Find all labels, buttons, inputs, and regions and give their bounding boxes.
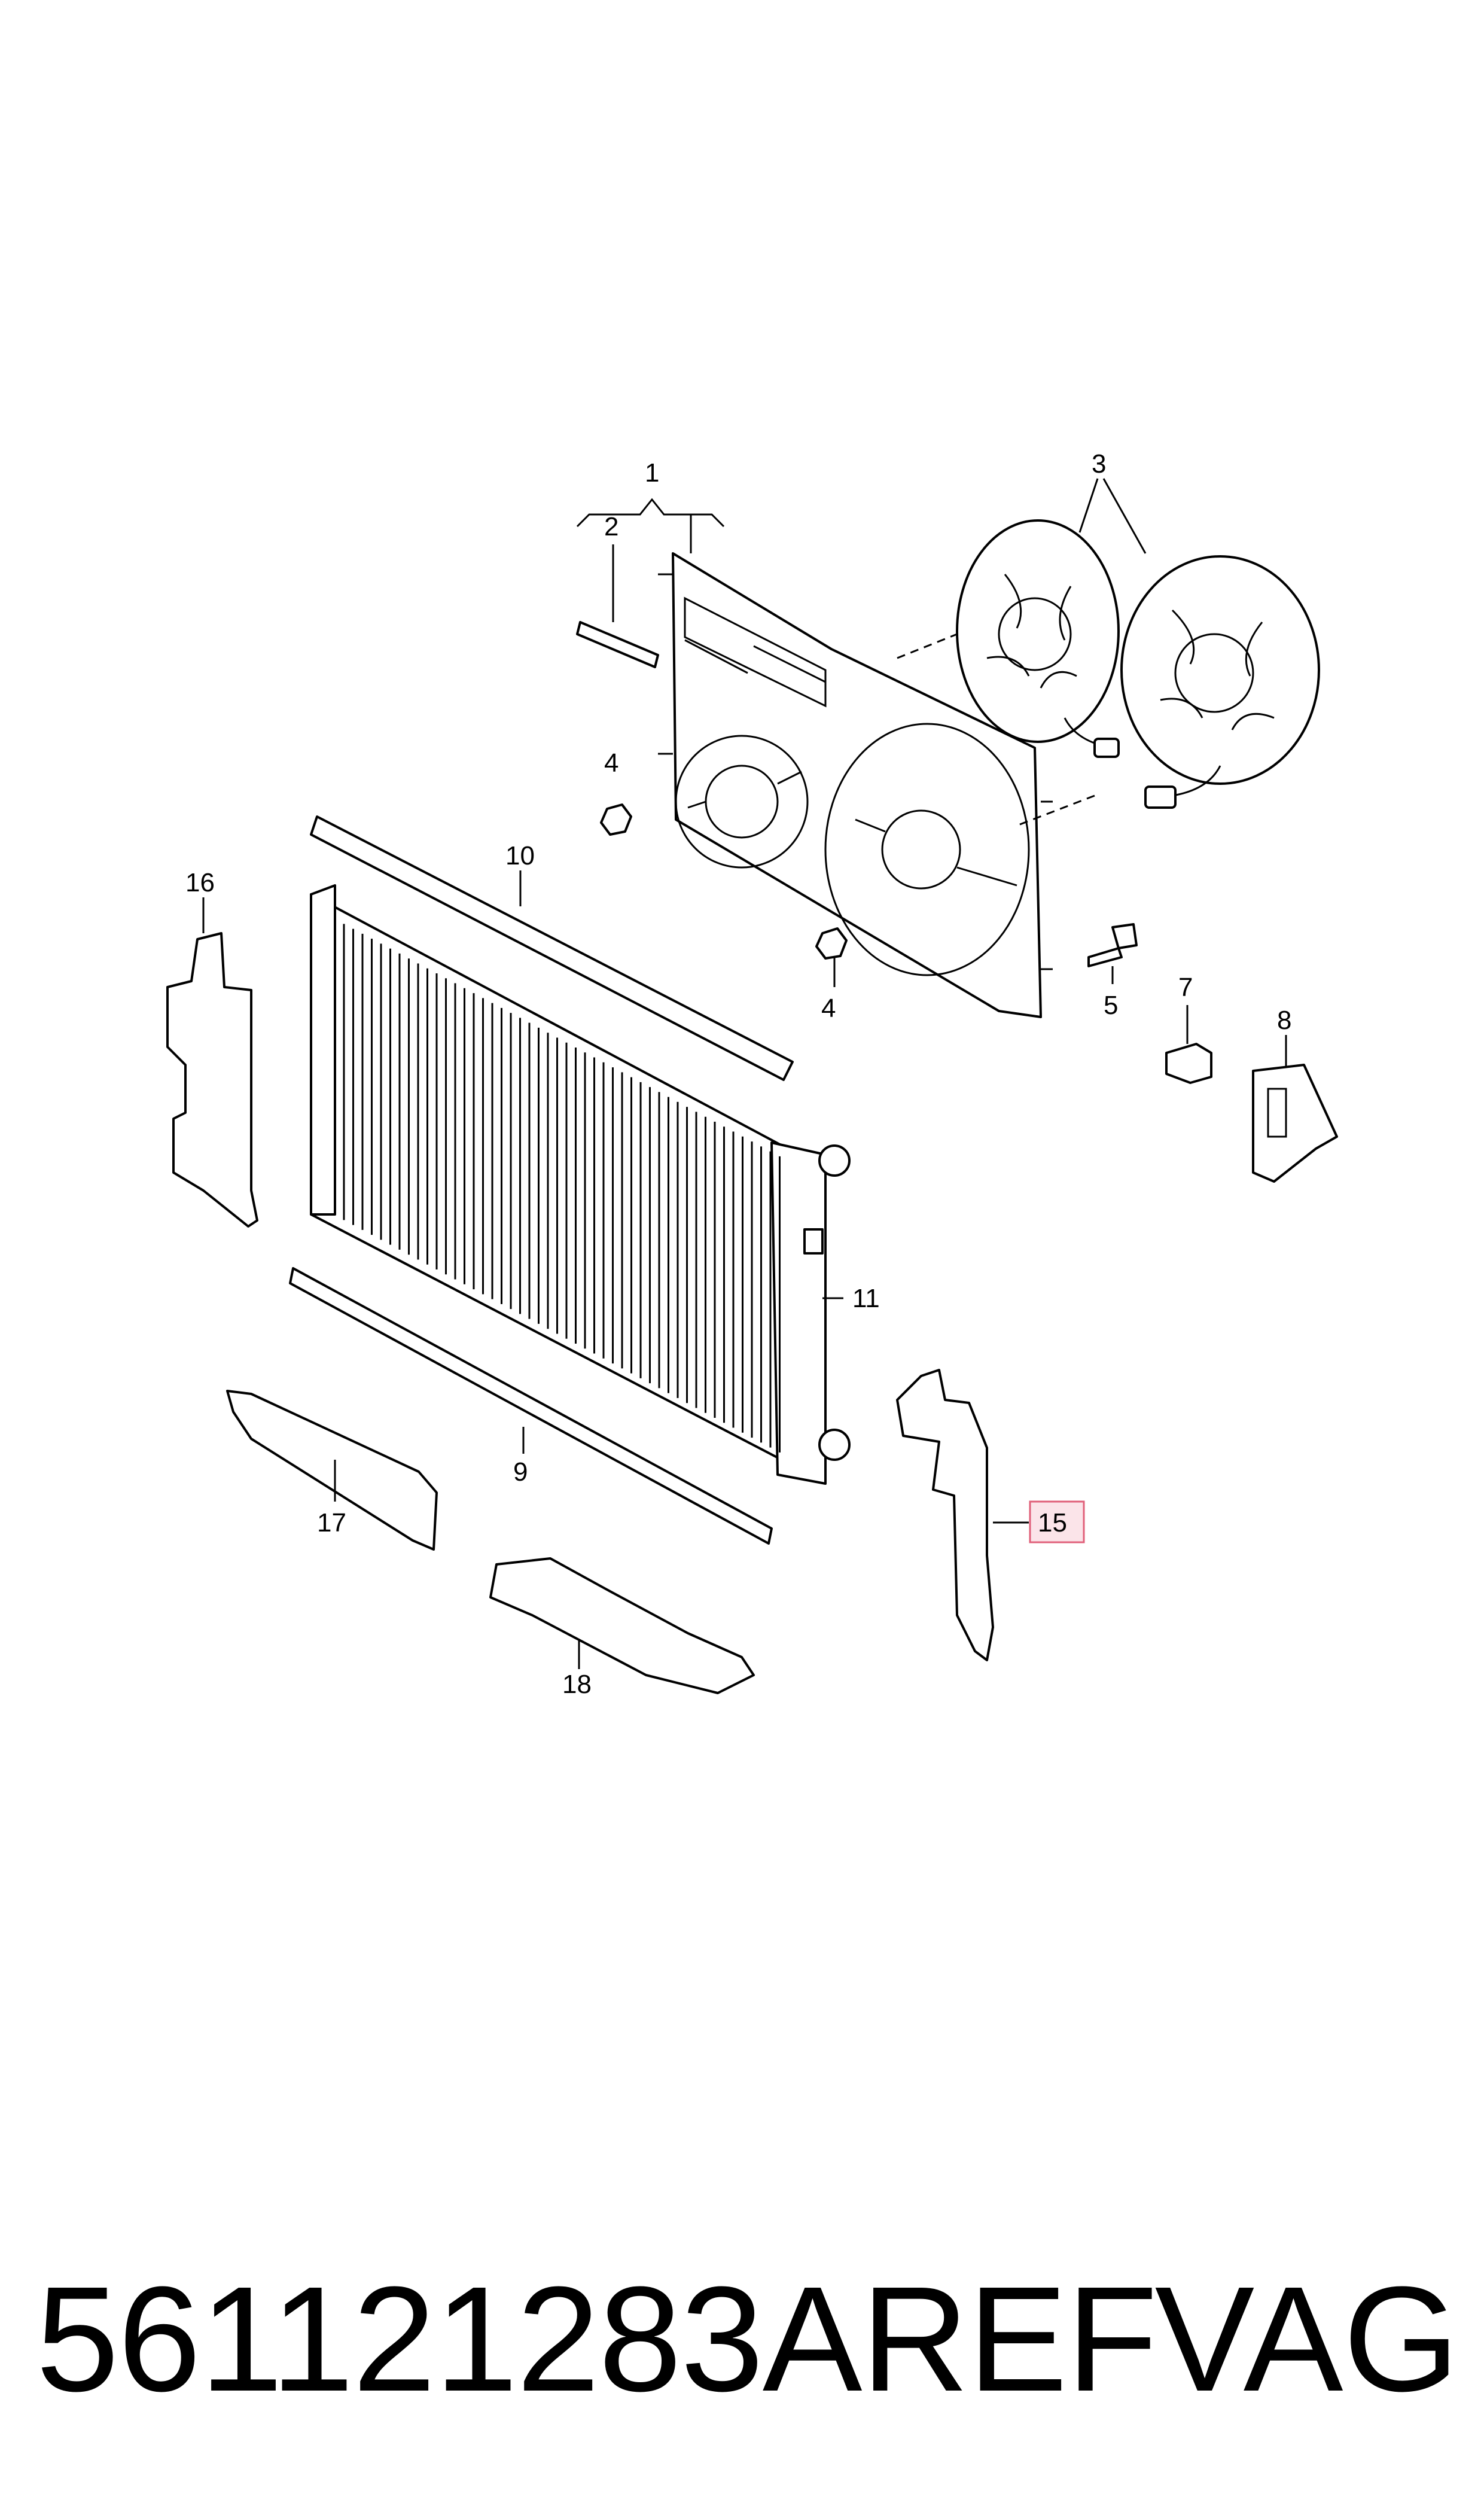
parts-diagram: 1 2 3 4 4 5 7 8 10 xyxy=(166,449,1338,1699)
footer-bar: 561121283AREF VAG xyxy=(36,2261,1459,2417)
callout-15-highlight-box xyxy=(1029,1500,1085,1543)
callout-9: 9 xyxy=(513,1457,528,1487)
callout-15: 15 xyxy=(1038,1508,1067,1537)
callout-4-lower: 4 xyxy=(821,994,836,1023)
radiator-fins xyxy=(343,924,781,1453)
callout-4-upper: 4 xyxy=(604,748,618,778)
clip xyxy=(1165,1043,1212,1084)
nut-lower xyxy=(815,927,848,960)
callout-10: 10 xyxy=(505,841,535,870)
callout-1-bracket xyxy=(576,498,725,553)
fan-right xyxy=(1120,555,1320,809)
fan-left xyxy=(956,519,1120,758)
air-guide-lower xyxy=(489,1557,755,1694)
screw xyxy=(1087,923,1138,967)
lower-seal xyxy=(289,1267,773,1545)
bracket xyxy=(1252,1064,1338,1183)
callout-16: 16 xyxy=(185,868,215,897)
nut-upper xyxy=(600,803,632,836)
callout-8: 8 xyxy=(1277,1006,1291,1035)
callout-17: 17 xyxy=(317,1508,346,1537)
fan-shroud xyxy=(658,552,1053,1018)
callout-11: 11 xyxy=(852,1284,880,1313)
air-guide-left xyxy=(166,932,258,1228)
upper-seal xyxy=(310,815,794,1081)
callout-7: 7 xyxy=(1178,973,1193,1002)
callout-5: 5 xyxy=(1104,991,1118,1020)
brand-name: VAG xyxy=(1154,2255,1459,2422)
label-sticker xyxy=(576,621,659,668)
air-guide-right xyxy=(896,1369,994,1661)
callout-18: 18 xyxy=(562,1670,592,1699)
part-number: 561121283AREF xyxy=(36,2255,1158,2422)
callout-3: 3 xyxy=(1092,449,1106,479)
radiator xyxy=(310,884,851,1485)
air-guide-lower-left xyxy=(226,1390,438,1551)
callout-2: 2 xyxy=(604,512,618,541)
callout-1: 1 xyxy=(645,458,659,488)
